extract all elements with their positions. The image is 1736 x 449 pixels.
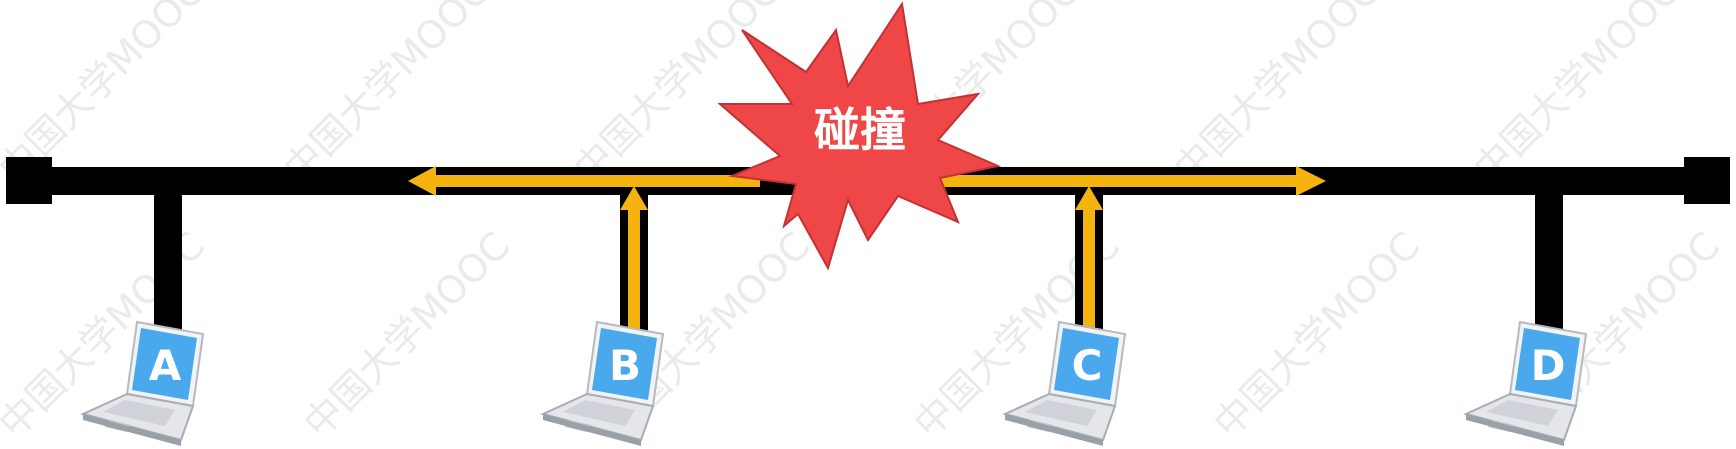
laptop-screen — [132, 328, 197, 400]
laptop-keyboard — [563, 400, 635, 426]
arrow-up-icon — [620, 186, 648, 210]
bus-terminator-left — [6, 157, 52, 204]
arrow-left-icon — [408, 166, 436, 196]
laptop-screen — [1515, 328, 1580, 400]
laptop-edge — [1466, 414, 1564, 446]
watermark-text: 中国大学MOOC — [565, 0, 788, 191]
laptop-icon — [1463, 320, 1588, 446]
host-label: D — [1531, 341, 1566, 390]
laptop-a: A — [80, 320, 205, 446]
laptop-keyboard — [1025, 400, 1097, 426]
arrow-up-icon — [1075, 186, 1103, 210]
laptop-edge — [83, 414, 181, 446]
watermark-text: 中国大学MOOC — [295, 224, 518, 447]
drop-cable-a — [154, 190, 182, 340]
collision-label: 碰撞 — [814, 103, 906, 157]
drop-cable-d — [1535, 190, 1563, 340]
signal-arrows — [408, 166, 1326, 340]
laptop-screen — [592, 328, 657, 400]
laptop-d: D — [1463, 320, 1588, 446]
signal-line-c-up — [1083, 208, 1095, 340]
laptop-edge — [543, 414, 641, 446]
laptop-icon — [80, 320, 205, 446]
laptop-c: C — [1002, 320, 1127, 446]
laptop-keyboard — [103, 400, 175, 426]
bus-terminator-right — [1684, 157, 1730, 204]
laptop-icon — [1002, 320, 1127, 446]
host-label: B — [609, 341, 641, 390]
laptop-b: B — [540, 320, 665, 446]
collision-burst: 碰撞 — [717, 1, 1002, 271]
signal-line-b-left — [430, 175, 760, 187]
collision-burst-icon — [717, 1, 1002, 271]
arrow-right-icon — [1296, 166, 1326, 196]
host-label: A — [149, 341, 182, 390]
watermark-text: 中国大学MOOC — [1165, 0, 1388, 191]
signal-line-c-right — [920, 175, 1302, 187]
laptop-edge — [1005, 414, 1103, 446]
watermark-text: 中国大学MOOC — [1465, 0, 1688, 191]
watermark-text: 中国大学MOOC — [1205, 224, 1428, 447]
laptop-screen — [1054, 328, 1119, 400]
laptop-icon — [540, 320, 665, 446]
watermark-text: 中国大学MOOC — [275, 0, 498, 191]
signal-line-b-up — [628, 208, 640, 340]
host-label: C — [1072, 341, 1103, 390]
laptop-keyboard — [1486, 400, 1558, 426]
